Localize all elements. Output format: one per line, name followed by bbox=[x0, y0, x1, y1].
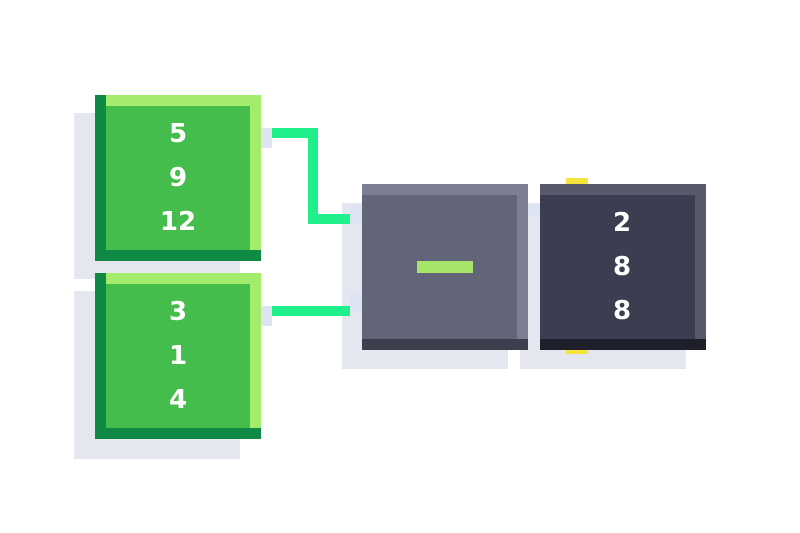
input-b-value: 3 bbox=[168, 297, 188, 327]
input-block-a[interactable]: 5 9 12 bbox=[95, 95, 261, 261]
operator-block-top-edge bbox=[362, 184, 528, 195]
output-value: 8 bbox=[612, 252, 632, 282]
wire-b bbox=[272, 306, 350, 316]
input-block-a-left-edge bbox=[95, 95, 106, 261]
operator-block[interactable] bbox=[362, 184, 528, 350]
input-b-value: 4 bbox=[168, 385, 188, 415]
output-block-values: 2 8 8 bbox=[540, 184, 706, 350]
input-block-b-bottom-edge bbox=[95, 428, 261, 439]
input-block-b-values: 3 1 4 bbox=[95, 273, 261, 439]
input-a-value: 12 bbox=[159, 207, 197, 237]
output-block-right-edge bbox=[695, 184, 706, 350]
input-a-out-port bbox=[260, 128, 272, 148]
wire-a-v bbox=[308, 128, 318, 224]
operator-out-port bbox=[528, 204, 540, 216]
operator-in-port-a bbox=[350, 204, 362, 224]
operator-in-port-b bbox=[350, 292, 362, 312]
wire-a-h1 bbox=[272, 128, 318, 138]
output-value: 8 bbox=[612, 296, 632, 326]
output-block[interactable]: 2 8 8 bbox=[540, 184, 706, 350]
operator-block-bottom-edge bbox=[362, 339, 528, 350]
operator-block-right-edge bbox=[517, 184, 528, 350]
input-block-b[interactable]: 3 1 4 bbox=[95, 273, 261, 439]
input-block-b-left-edge bbox=[95, 273, 106, 439]
input-block-b-right-edge bbox=[250, 273, 261, 439]
input-block-b-top-edge bbox=[95, 273, 261, 284]
input-b-out-port bbox=[260, 306, 272, 326]
output-value: 2 bbox=[612, 208, 632, 238]
output-top-marker bbox=[566, 178, 588, 184]
input-a-value: 9 bbox=[168, 163, 188, 193]
input-b-value: 1 bbox=[168, 341, 188, 371]
input-block-a-values: 5 9 12 bbox=[95, 95, 261, 261]
output-block-bottom-edge bbox=[540, 339, 706, 350]
input-block-a-right-edge bbox=[250, 95, 261, 261]
input-block-a-top-edge bbox=[95, 95, 261, 106]
output-bottom-marker bbox=[566, 349, 588, 354]
input-a-value: 5 bbox=[168, 119, 188, 149]
wire-a-h2 bbox=[308, 214, 350, 224]
minus-icon bbox=[417, 261, 473, 273]
input-block-a-bottom-edge bbox=[95, 250, 261, 261]
output-block-top-edge bbox=[540, 184, 706, 195]
